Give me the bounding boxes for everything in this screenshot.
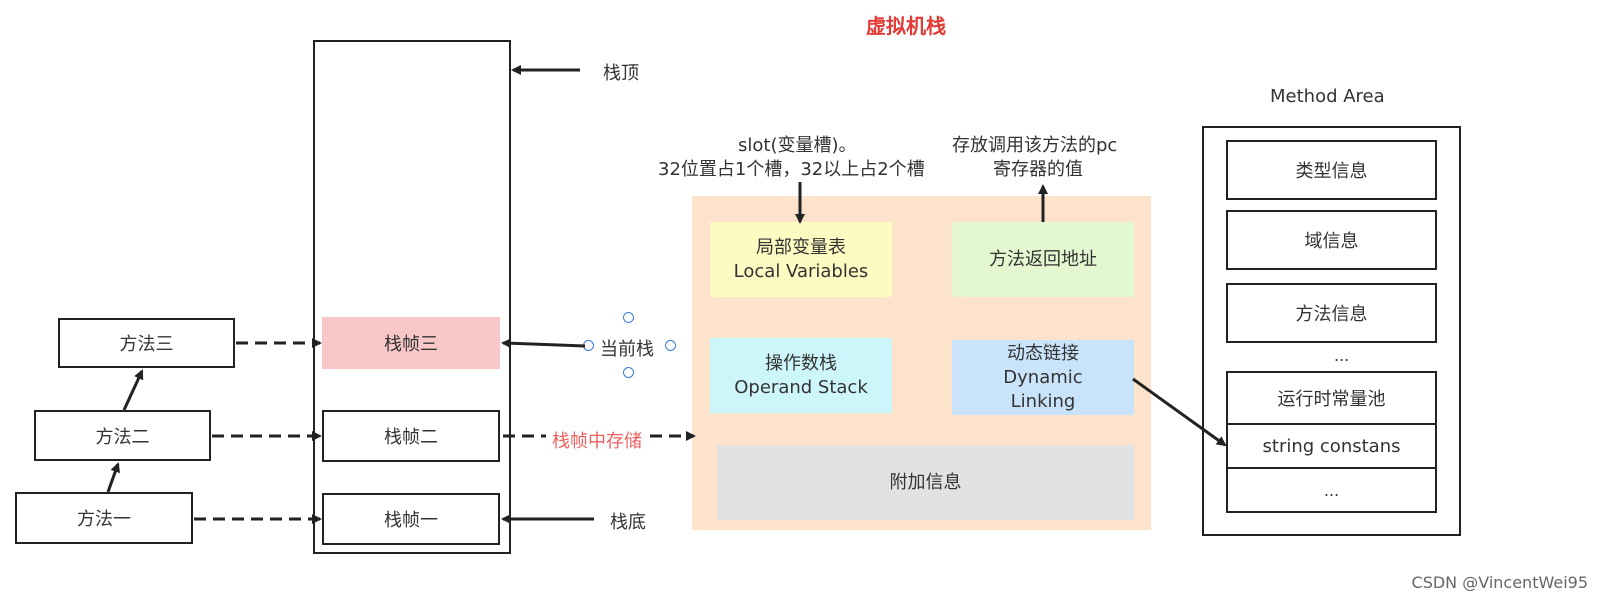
local-variables-en: Local Variables [733,260,869,282]
vm-stack-column [313,40,511,554]
current-stack-label: 当前栈 [600,339,654,360]
selection-handle-right[interactable] [665,340,676,351]
return-address-label: 方法返回地址 [989,248,1097,270]
pool-header: 运行时常量池 [1228,373,1435,425]
method-one-label: 方法一 [77,509,131,530]
stack-top-label: 栈顶 [603,63,639,84]
method-info-label: 方法信息 [1295,304,1368,325]
method-three-label: 方法三 [119,334,174,355]
stack-frame-three: 栈帧三 [322,317,500,369]
method-area-title: Method Area [1270,86,1385,107]
method-three: 方法三 [58,318,235,368]
pool-string-constants-label: string constans [1262,435,1401,457]
selection-handle-left[interactable] [583,340,594,351]
arrow-method2-to-method3 [122,369,144,411]
type-info-label: 类型信息 [1295,161,1368,182]
dynamic-linking-en1: Dynamic [1003,366,1083,388]
return-address-box: 方法返回地址 [952,222,1134,297]
arrow-current-stack [501,338,586,349]
pool-more: ... [1228,469,1435,511]
method-area-ellipsis: ... [1334,346,1350,365]
extra-info-label: 附加信息 [889,471,962,493]
stack-frame-three-label: 栈帧三 [384,334,438,355]
stack-frame-one-label: 栈帧一 [384,510,438,531]
dynamic-linking-cn: 动态链接 [1007,342,1079,364]
stack-frame-two-label: 栈帧二 [384,427,438,448]
stack-bottom-label: 栈底 [610,512,646,533]
method-area-type-info: 类型信息 [1226,140,1437,200]
operand-stack-box: 操作数栈 Operand Stack [710,338,892,413]
pool-string-constants: string constans [1228,425,1435,469]
slot-note-line2: 32位置占1个槽，32以上占2个槽 [658,159,925,180]
operand-stack-cn: 操作数栈 [765,352,837,374]
arrow-method1-to-method2 [106,462,121,493]
slot-note-line1: slot(变量槽)。 [738,135,857,156]
method-area-field-info: 域信息 [1226,210,1437,270]
stack-frame-one: 栈帧一 [322,493,500,545]
diagram-title: 虚拟机栈 [866,14,946,38]
frame-storage-label: 栈帧中存储 [550,427,644,453]
pc-note-line2: 寄存器的值 [993,159,1083,180]
field-info-label: 域信息 [1304,231,1359,252]
dynamic-linking-en2: Linking [1010,390,1076,412]
stack-frame-two: 栈帧二 [322,410,500,462]
pool-header-label: 运行时常量池 [1277,389,1386,410]
method-two-label: 方法二 [95,426,150,448]
local-variables-cn: 局部变量表 [756,236,846,258]
watermark: CSDN @VincentWei95 [1411,573,1588,592]
runtime-constant-pool [1226,371,1437,513]
dynamic-linking-box: 动态链接 Dynamic Linking [952,340,1134,415]
method-one: 方法一 [15,492,193,544]
method-area-method-info: 方法信息 [1226,283,1437,343]
pool-more-label: ... [1323,480,1340,500]
extra-info-box: 附加信息 [717,445,1134,520]
method-two: 方法二 [34,410,211,461]
selection-handle-top[interactable] [623,312,634,323]
pc-note-line1: 存放调用该方法的pc [952,135,1118,156]
selection-handle-bottom[interactable] [623,367,634,378]
local-variables-box: 局部变量表 Local Variables [710,222,892,297]
operand-stack-en: Operand Stack [734,376,868,398]
